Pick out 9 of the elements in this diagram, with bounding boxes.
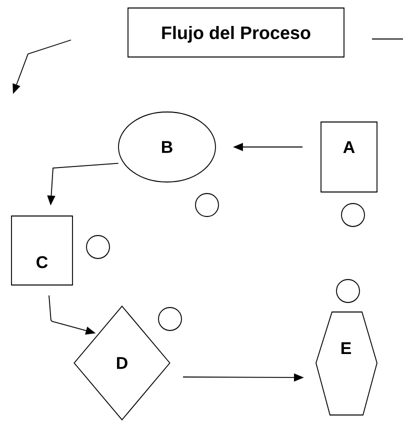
process-box: C bbox=[11, 216, 73, 286]
hexagon: E bbox=[316, 312, 378, 416]
small-circle bbox=[341, 203, 365, 227]
title-box: Flujo del Proceso bbox=[128, 8, 344, 58]
small-circle bbox=[195, 193, 219, 217]
small-circle bbox=[86, 235, 110, 259]
small-circle bbox=[158, 307, 182, 331]
process-box: A bbox=[320, 122, 378, 192]
small-circle bbox=[336, 279, 360, 303]
